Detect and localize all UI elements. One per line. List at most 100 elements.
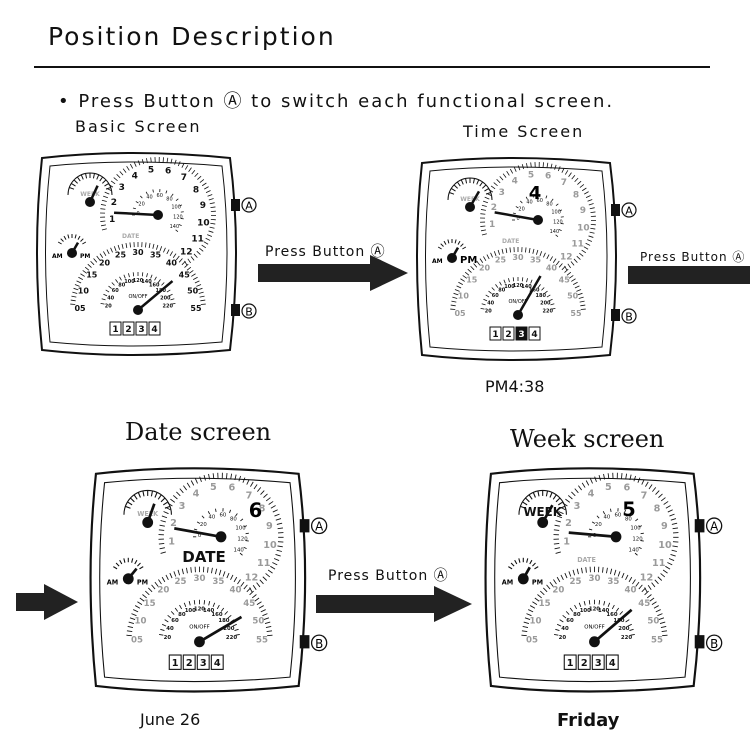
date-box-number: 3 [200, 658, 207, 669]
crown-b [694, 635, 705, 649]
week-dial-tick [537, 490, 540, 497]
ampm-dial-tick [534, 566, 539, 570]
date-box-number: 4 [151, 325, 157, 335]
bottom-dial-tick [260, 609, 266, 613]
button-a-label: A [315, 520, 324, 534]
top-dial-tick [184, 165, 189, 170]
week-screen-label: Week screen [510, 425, 665, 453]
top-dial-tick [480, 225, 486, 227]
inner-top-number: 100 [171, 204, 181, 210]
inner-top-tick [196, 521, 201, 524]
week-dial-tick [449, 192, 455, 195]
top-dial-tick [589, 231, 595, 234]
bottom-dial-tick [473, 263, 478, 268]
inner-bottom-number: 60 [566, 618, 574, 624]
top-dial-tick [183, 485, 187, 491]
bottom-dial-tick [549, 581, 554, 587]
bottom-dial-number: 20 [157, 585, 169, 595]
bottom-dial-tick [653, 605, 659, 609]
ampm-dial-tick [123, 558, 126, 563]
top-dial-tick [190, 256, 195, 261]
top-dial-tick [204, 186, 209, 190]
top-dial-tick [647, 584, 652, 591]
bottom-dial-tick [523, 621, 530, 624]
inner-bottom-number: 160 [211, 612, 222, 618]
bottom-dial-tick [246, 587, 251, 593]
bottom-dial-tick [163, 247, 166, 253]
bottom-dial-tick [509, 247, 511, 253]
bottom-dial-tick [148, 587, 153, 593]
top-dial-tick [203, 241, 209, 245]
bottom-dial-tick [657, 613, 663, 617]
top-dial-tick [257, 487, 262, 492]
inner-bottom-number: 80 [118, 283, 125, 289]
inner-bottom-number: 140 [203, 608, 214, 614]
inner-bottom-tick [220, 607, 225, 612]
bottom-dial-tick [188, 270, 194, 274]
bottom-dial-tick [458, 281, 463, 286]
page-title: Position Description [48, 22, 336, 51]
button-b-label: B [245, 306, 253, 319]
week-dial-tick [525, 497, 530, 503]
top-dial-tick [256, 582, 261, 588]
top-dial-tick [273, 558, 280, 561]
inner-bottom-tick [627, 623, 632, 627]
bottom-dial-number: 05 [131, 636, 143, 646]
top-dial-number: 12 [180, 247, 193, 257]
ampm-dial-tick [60, 238, 64, 242]
inner-bottom-tick [554, 634, 559, 636]
week-dial-tick [484, 188, 489, 192]
inner-top-number: 80 [546, 201, 552, 207]
continue-arrow-stub [628, 266, 750, 284]
bottom-dial-tick [497, 249, 500, 255]
top-dial-tick [100, 224, 107, 227]
week-dial-tick [85, 173, 88, 179]
inner-bottom-number: 140 [141, 279, 152, 285]
top-dial-tick [129, 163, 134, 169]
bottom-dial-tick [159, 246, 163, 252]
top-dial-tick [502, 173, 507, 178]
week-dial-tick [105, 187, 111, 190]
bottom-dial-tick [169, 251, 173, 256]
top-dial-tick [573, 258, 578, 263]
button-a-label: A [245, 200, 253, 213]
watch-bezel [99, 477, 296, 683]
top-dial-tick [557, 166, 561, 172]
highlight-digit: 6 [249, 499, 262, 522]
top-dial-tick [170, 498, 176, 503]
date-box-number: 1 [112, 325, 118, 335]
inner-top-tick [591, 521, 596, 524]
arrow-label-1: Press Button Ⓐ [265, 244, 386, 260]
top-dial-tick [513, 166, 517, 172]
bottom-dial-tick [522, 625, 529, 628]
top-dial-tick [581, 187, 587, 192]
bottom-dial-tick [78, 276, 83, 281]
bottom-dial-number: 10 [530, 616, 542, 626]
crown-a [694, 519, 705, 533]
top-dial-tick [133, 161, 137, 167]
top-dial-tick [651, 582, 656, 588]
inner-top-number: 20 [138, 201, 144, 207]
top-dial-tick [146, 158, 148, 164]
crown-a [299, 519, 310, 533]
top-dial-number: 3 [574, 501, 581, 512]
top-hand-pivot [610, 531, 622, 543]
top-dial-tick [554, 524, 560, 527]
inner-bottom-tick [550, 303, 555, 306]
top-dial-tick [159, 547, 165, 550]
top-dial-tick [486, 192, 492, 196]
bottom-dial-number: 45 [179, 271, 191, 280]
inner-top-number: 40 [526, 200, 532, 206]
date-box-number: 4 [214, 658, 221, 669]
top-dial-tick [122, 168, 127, 173]
bottom-dial-tick [483, 256, 487, 261]
bottom-dial-tick [199, 295, 205, 298]
bottom-dial-tick [655, 609, 661, 613]
ampm-hand-pivot [517, 573, 529, 585]
top-dial-tick [561, 168, 565, 173]
bottom-dial-tick [610, 568, 613, 575]
top-dial-tick [176, 491, 181, 497]
ampm-dial-tick [462, 246, 467, 250]
inner-bottom-number: 180 [218, 618, 229, 624]
